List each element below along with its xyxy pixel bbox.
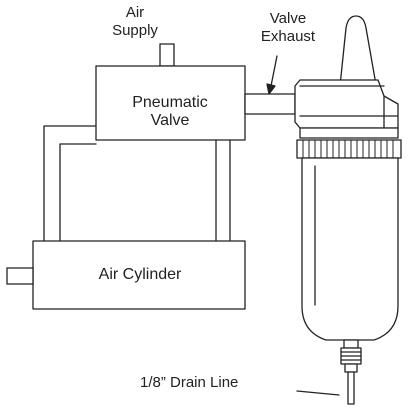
drain-line-label: 1/8” Drain Line [140, 374, 239, 391]
pneumatic-valve-label-line-2: Valve [150, 112, 190, 129]
air-supply-label-line-2: Supply [112, 22, 158, 39]
air-cylinder-body [32, 240, 246, 310]
pneumatic-valve-label-line-1: Pneumatic [132, 94, 208, 111]
valve-exhaust-label-line-2: Exhaust [260, 28, 316, 45]
valve-exhaust-label-line-1: Valve [269, 10, 307, 27]
exhaust-arrow [266, 55, 278, 95]
left-pipe [43, 125, 97, 242]
pneumatic-valve-label: Pneumatic Valve [110, 94, 230, 130]
filter-assembly [294, 15, 402, 405]
exhaust-pipe [244, 93, 296, 115]
air-supply-port [159, 43, 175, 67]
drain-line-leader [296, 390, 340, 396]
air-supply-label: Air Supply [104, 4, 166, 40]
pneumatic-valve-body [95, 65, 246, 141]
air-supply-label-line-1: Air [125, 4, 145, 21]
right-pipe [215, 139, 231, 242]
cylinder-rod [6, 267, 34, 285]
valve-exhaust-label: Valve Exhaust [250, 10, 326, 46]
air-cylinder-label: Air Cylinder [98, 266, 182, 283]
